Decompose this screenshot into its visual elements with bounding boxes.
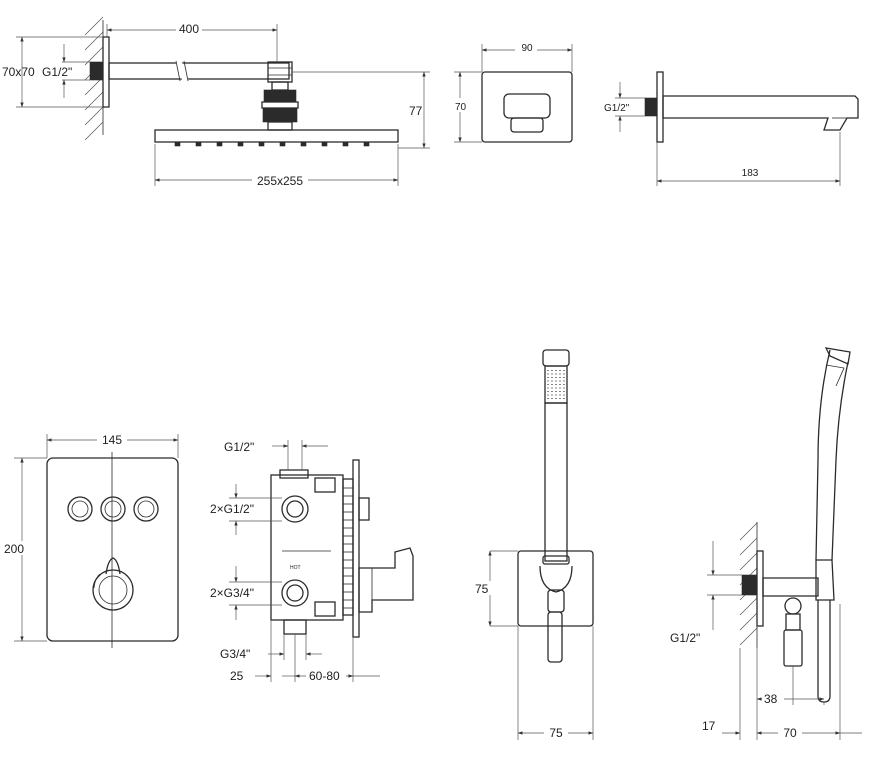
- cartridge-stub: [358, 497, 370, 521]
- spout-plate: [481, 71, 573, 143]
- dim-plate-size: 70x70: [2, 65, 35, 79]
- arm-pipe: [108, 62, 290, 80]
- dim-box-depth: 60-80: [309, 669, 340, 683]
- hose: [547, 611, 563, 663]
- thermostat-knob: [92, 557, 134, 611]
- shower-arm-view: 400 70x70 G1/2" 77 255x255: [2, 16, 430, 188]
- nozzle-dots: [547, 370, 565, 400]
- wall-plate: [102, 36, 110, 108]
- dim-side-depth: 70: [783, 726, 797, 740]
- dim-inlet-bottom: G3/4": [220, 647, 250, 661]
- hand-shower-handle: [544, 402, 568, 562]
- dim-side-offset: 38: [764, 692, 778, 706]
- dim-box-offset: 25: [230, 669, 244, 683]
- swivel-joint: [261, 81, 299, 131]
- outlet-lower: [281, 579, 309, 607]
- dim-spout-thread: G1/2": [604, 103, 630, 114]
- dim-bracket-height: 75: [475, 582, 489, 596]
- shower-head: [154, 129, 399, 143]
- outlet-upper: [281, 495, 309, 523]
- spout-outlet: [503, 93, 551, 119]
- dim-arm-height: 77: [409, 104, 423, 118]
- dim-bracket-width: 75: [549, 726, 563, 740]
- wall-outlet: [762, 577, 819, 597]
- inlet-bottom: [283, 619, 307, 635]
- dim-side-thread: G1/2": [670, 631, 700, 645]
- hose-connector: [783, 597, 803, 667]
- thread-connector: [89, 61, 104, 81]
- dim-head-size: 255x255: [257, 174, 303, 188]
- control-panel-view: 145 200: [4, 432, 179, 648]
- side-handle-left: [815, 349, 831, 561]
- side-holder: [815, 559, 835, 601]
- dim-arm-length: 400: [179, 22, 199, 36]
- dim-outlets-upper: 2×G1/2": [210, 502, 254, 516]
- dim-spout-height: 70: [455, 102, 467, 113]
- rough-in-box-view: HOT G1/2" 2×G1/2" 2×G3/4" G3/4" 25: [210, 440, 414, 683]
- dim-panel-height: 200: [4, 542, 24, 556]
- side-hose: [817, 600, 831, 703]
- spout-body: [662, 95, 859, 131]
- side-head: [824, 347, 851, 365]
- dim-spout-width: 90: [521, 43, 533, 54]
- push-buttons: [67, 496, 159, 522]
- spout-front-view: 90 70: [453, 41, 573, 143]
- spout-side-view: G1/2" 183: [604, 71, 859, 186]
- holder-cup: [539, 565, 573, 593]
- hand-shower-front-view: 75 75: [474, 349, 594, 740]
- mounting-plate: [342, 459, 360, 638]
- hand-shower-side-view: G1/2" 38 17 70: [670, 347, 862, 740]
- spout-thread: [644, 97, 658, 117]
- head-nozzles: [174, 141, 370, 147]
- dim-outlet-top: G1/2": [224, 440, 254, 454]
- dim-panel-width: 145: [102, 433, 122, 447]
- lever-handle: [358, 547, 414, 613]
- dim-side-wall: 17: [702, 719, 716, 733]
- hot-label: HOT: [290, 565, 301, 571]
- hand-shower-head: [542, 349, 570, 367]
- control-plate: [46, 457, 179, 642]
- side-thread: [741, 574, 758, 596]
- bracket-plate: [517, 550, 594, 627]
- side-plate: [756, 550, 764, 627]
- dim-arm-thread: G1/2": [42, 65, 72, 79]
- dim-outlets-lower: 2×G3/4": [210, 586, 254, 600]
- dim-spout-length: 183: [742, 168, 759, 179]
- spout-side-plate: [656, 71, 664, 143]
- side-handle-right: [831, 361, 849, 561]
